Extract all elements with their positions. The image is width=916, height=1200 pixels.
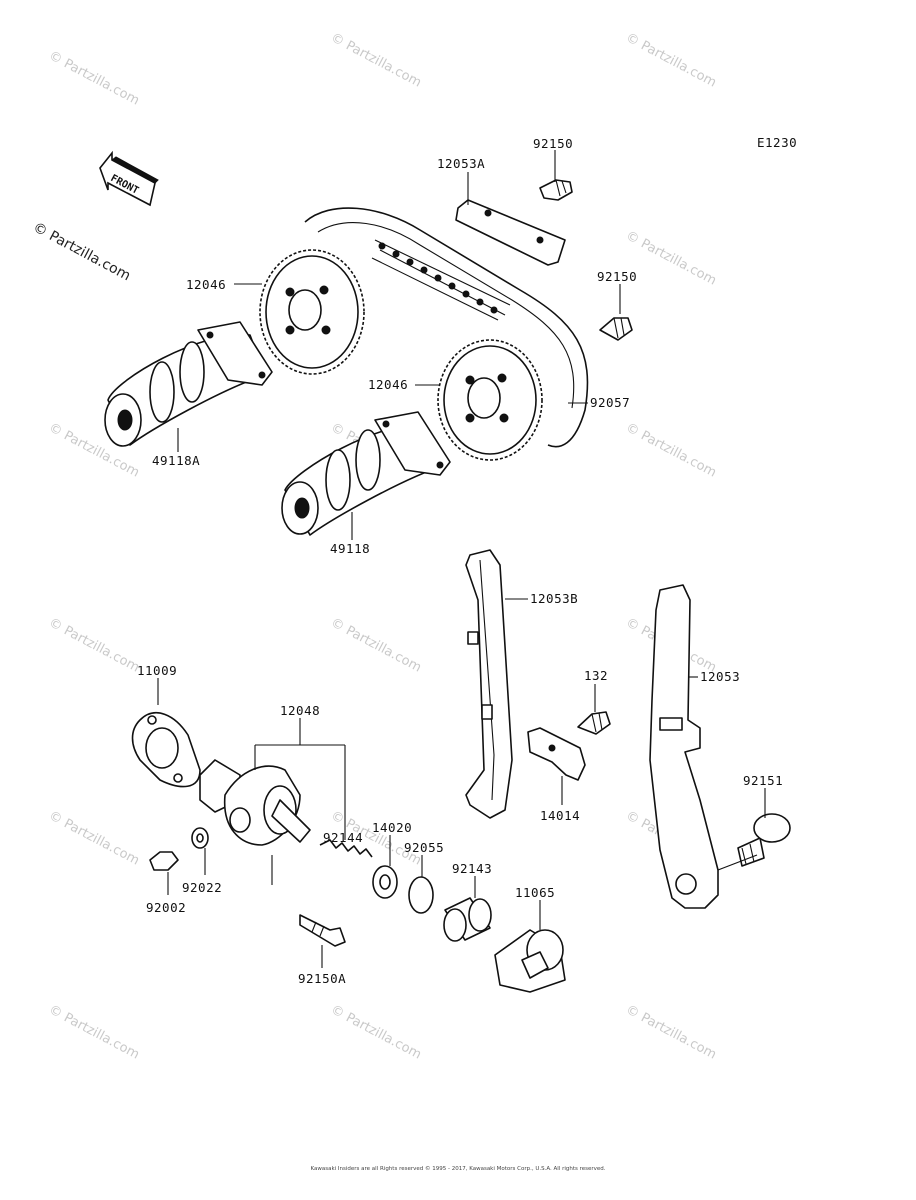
sprocket-12046-right (437, 339, 543, 461)
label-49118: 49118 (330, 541, 370, 556)
label-49118a: 49118A (152, 453, 200, 468)
chain-links (371, 239, 511, 321)
copyright-text: Kawasaki Insiders are all Rights reserve… (310, 1165, 605, 1172)
gasket-11009 (131, 711, 201, 788)
part-labels: 92150 12053A 12046 92150 12046 92057 491… (137, 136, 783, 986)
label-11009: 11009 (137, 663, 177, 678)
watermark: © Partzilla.com (46, 615, 142, 675)
watermark: © Partzilla.com (328, 1002, 424, 1062)
label-12053: 12053 (700, 669, 740, 684)
bolt-92150a (299, 914, 346, 947)
front-arrow-icon: FRONT (99, 150, 159, 207)
label-92144: 92144 (323, 830, 363, 845)
o-ring-92055 (408, 876, 434, 914)
bolt-92002 (149, 851, 179, 871)
washer-92022 (191, 827, 209, 849)
label-92150-top: 92150 (533, 136, 573, 151)
watermark: © Partzilla.com (328, 615, 424, 675)
label-12053b: 12053B (530, 591, 578, 606)
bolt-92150-top (539, 179, 573, 201)
watermark: © Partzilla.com (623, 30, 719, 90)
label-92150-mid: 92150 (597, 269, 637, 284)
label-92150a: 92150A (298, 971, 346, 986)
label-92022: 92022 (182, 880, 222, 895)
label-92057: 92057 (590, 395, 630, 410)
diagram-code: E1230 (757, 135, 797, 150)
label-12046-left: 12046 (186, 277, 226, 292)
camshaft-49118a (104, 321, 273, 447)
label-92055: 92055 (404, 840, 444, 855)
label-14014: 14014 (540, 808, 580, 823)
bolt-92150-mid (599, 317, 633, 341)
bracket-14014 (527, 727, 586, 781)
collar-92143 (443, 897, 492, 942)
watermark: © Partzilla.com (623, 1002, 719, 1062)
partzilla-watermark-dark: © Partzilla.com (30, 219, 133, 284)
leader-lines (157, 150, 766, 968)
label-92143: 92143 (452, 861, 492, 876)
label-12046-right: 12046 (368, 377, 408, 392)
nut-14020 (372, 865, 398, 899)
bolt-132 (577, 711, 611, 735)
watermark: © Partzilla.com (46, 48, 142, 108)
label-12053a: 12053A (437, 156, 485, 171)
tensioner-body-12048 (199, 759, 311, 846)
watermark: © Partzilla.com (623, 420, 719, 480)
sprocket-12046-left (259, 249, 365, 375)
camshaft-49118 (281, 411, 451, 536)
label-11065: 11065 (515, 885, 555, 900)
chain-guide-12053 (649, 584, 719, 909)
label-14020: 14020 (372, 820, 412, 835)
watermark: © Partzilla.com (46, 1002, 142, 1062)
cap-11065 (494, 929, 566, 993)
label-132: 132 (584, 668, 608, 683)
label-92151: 92151 (743, 773, 783, 788)
spring-92144 (319, 839, 373, 858)
chain-guide-12053a (455, 199, 566, 266)
label-92002: 92002 (146, 900, 186, 915)
label-12048: 12048 (280, 703, 320, 718)
watermark: © Partzilla.com (623, 228, 719, 288)
watermark: © Partzilla.com (46, 808, 142, 868)
chain-guide-12053b (465, 549, 513, 819)
watermark: © Partzilla.com (328, 30, 424, 90)
bolt-92151 (737, 813, 791, 867)
